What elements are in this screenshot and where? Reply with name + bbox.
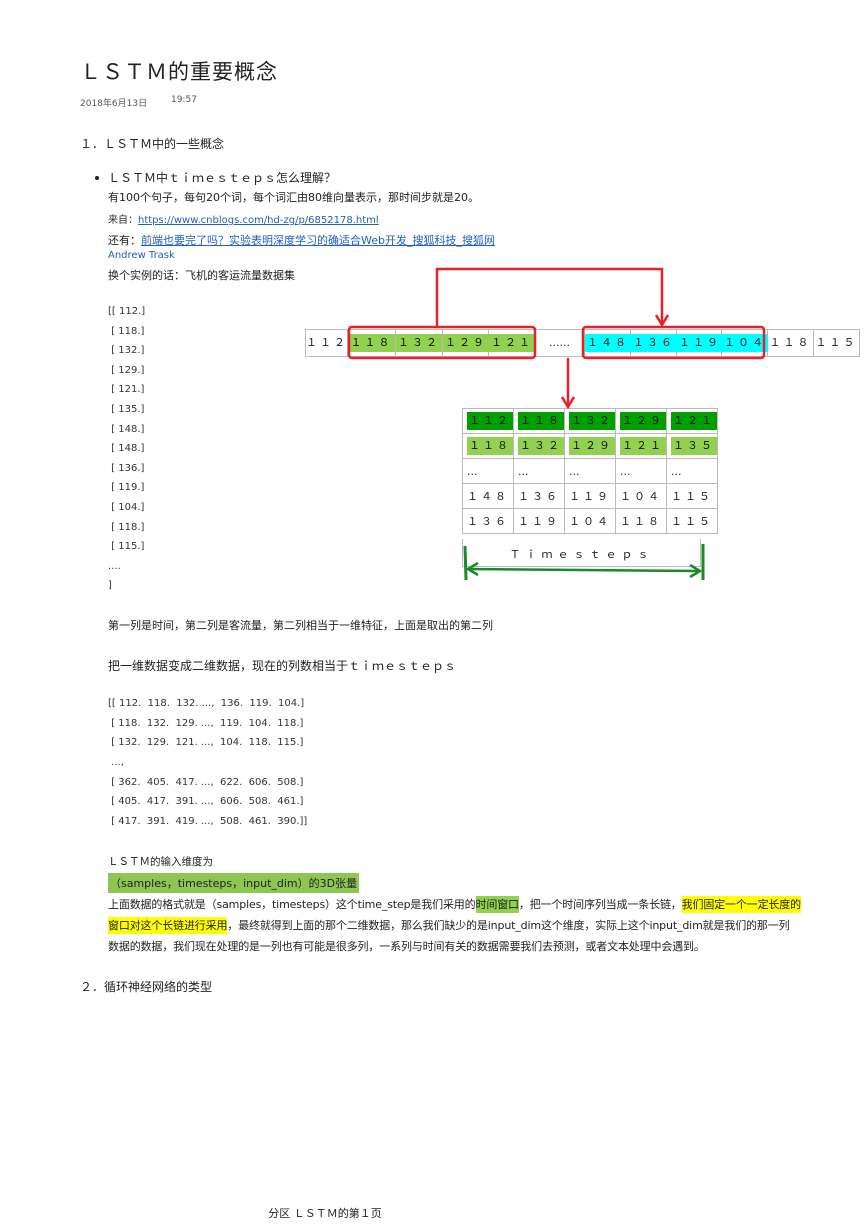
list-item: [ 118.] bbox=[108, 325, 145, 337]
list-item: ] bbox=[108, 580, 112, 592]
list-item: [[ 112. 118. 132. ..., 136. 119. 104.] bbox=[108, 698, 305, 709]
list-item: [ 132. 129. 121. ..., 104. 118. 115.] bbox=[108, 737, 304, 749]
para-2d: 把一维数据变成二维数据，现在的列数相当于ｔｉｍｅｓｔｅｐｓ bbox=[108, 659, 457, 673]
timesteps-label: Ｔｉｍｅｓｔｅｐｓ bbox=[509, 548, 654, 561]
timesteps-box bbox=[462, 539, 701, 567]
seq-cell: １１９ bbox=[677, 330, 723, 356]
page-time: 19:57 bbox=[171, 95, 197, 105]
green-double-arrow bbox=[467, 567, 701, 573]
red-box-right bbox=[581, 325, 766, 360]
page-footer: 分区 ＬＳＴＭ的第１页 bbox=[268, 1207, 382, 1220]
bullet-dot bbox=[95, 176, 99, 180]
input-dim-value: （samples，timesteps，input_dim）的3D张量 bbox=[108, 873, 360, 893]
list-item: [ 405. 417. 391. ..., 606. 508. 461.] bbox=[108, 796, 304, 808]
line-sentences: 有100个句子，每句20个词，每个词汇由80维向量表示，那时间步就是20。 bbox=[108, 191, 479, 204]
para-explain-line1: 上面数据的格式就是（samples，timesteps）这个time_step是… bbox=[108, 896, 802, 913]
list-item: [ 417. 391. 419. ..., 508. 461. 390.]] bbox=[108, 816, 308, 828]
seq-cell: １１２ bbox=[306, 330, 348, 356]
seq-cell: １２９ bbox=[443, 330, 489, 356]
also-line: 还有：前端也要完了吗？实验表明深度学习的确适合Web开发_搜狐科技_搜狐网 bbox=[108, 232, 495, 248]
page-date: 2018年6月13日 bbox=[80, 99, 148, 109]
para-explain-line3: 数据的数据，我们现在处理的是一列也有可能是很多列，一系列与时间有关的数据需要我们… bbox=[108, 940, 705, 953]
list-item: [ 121.] bbox=[108, 384, 145, 396]
highlight-sampling: 窗口对这个长链进行采用 bbox=[108, 917, 228, 934]
example-line: 换个实例的话：飞机的客运流量数据集 bbox=[108, 269, 295, 282]
from-line: 来自：https://www.cnblogs.com/hd-zg/p/68521… bbox=[108, 211, 379, 226]
list-item: [ 148.] bbox=[108, 443, 145, 455]
list-item: [ 132.] bbox=[108, 345, 145, 357]
red-arrow-top-head bbox=[654, 314, 670, 328]
list-item: .... bbox=[108, 560, 121, 572]
list-item: [ 135.] bbox=[108, 403, 145, 415]
para-explain-line2: 窗口对这个长链进行采用，最终就得到上面的那个二维数据，那么我们缺少的是input… bbox=[108, 917, 790, 934]
green-arrow-head-left bbox=[465, 561, 479, 577]
bullet-question: ＬＳＴＭ中ｔｉｍｅｓｔｅｐｓ怎么理解？ bbox=[108, 171, 337, 185]
seq-cell: １１５ bbox=[815, 336, 858, 349]
seq-cell: １３２ bbox=[396, 330, 443, 356]
list-item: [ 118. 132. 129. ..., 119. 104. 118.] bbox=[108, 717, 304, 729]
list-item: [[ 112.] bbox=[108, 306, 146, 317]
list-item: [ 118.] bbox=[108, 521, 145, 533]
seq-cell: １０４ bbox=[722, 330, 768, 356]
seq-cell: ...... bbox=[535, 330, 585, 356]
page-title: ＬＳＴＭ的重要概念 bbox=[80, 60, 278, 84]
section-1-heading: １．ＬＳＴＭ中的一些概念 bbox=[80, 137, 225, 151]
green-arrow-head-right bbox=[689, 563, 703, 579]
also-link[interactable]: 前端也要完了吗？实验表明深度学习的确适合Web开发_搜狐科技_搜狐网 bbox=[141, 234, 495, 247]
table-row: ... ... ... ... ... bbox=[462, 458, 718, 484]
also-label: 还有： bbox=[108, 234, 141, 247]
from-link[interactable]: https://www.cnblogs.com/hd-zg/p/6852178.… bbox=[138, 215, 379, 226]
red-arrow-down-head bbox=[560, 396, 576, 410]
timesteps-matrix: １１２ １１８ １３２ １２９ １２１ １１８ １３２ １２９ １２１ １３５ … bbox=[462, 408, 718, 534]
list-item: [ 362. 405. 417. ..., 622. 606. 508.] bbox=[108, 776, 304, 788]
table-row: １３６ １１９ １０４ １１８ １１５ bbox=[462, 508, 718, 534]
list-item: [ 129.] bbox=[108, 364, 145, 376]
list-item: [ 148.] bbox=[108, 423, 145, 435]
highlight-window: 时间窗口 bbox=[475, 896, 519, 913]
seq-cell: １４８ bbox=[585, 330, 631, 356]
para-columns: 第一列是时间，第二列是客流量，第二列相当于一维特征，上面是取出的第二列 bbox=[108, 619, 493, 632]
table-row: １１８ １３２ １２９ １２１ １３５ bbox=[462, 433, 718, 459]
input-dim-label: ＬＳＴＭ的输入维度为 bbox=[108, 856, 213, 868]
list-item: ..., bbox=[108, 757, 124, 769]
list-1: [[ 112.] [ 118.] [ 132.] [ 129.] [ 121.]… bbox=[108, 306, 145, 600]
highlight-fixed-window: 我们固定一个一定长度的 bbox=[681, 896, 802, 913]
section-2-heading: ２．循环神经网络的类型 bbox=[80, 980, 213, 994]
seq-cell: １３６ bbox=[631, 330, 677, 356]
list-item: [ 119.] bbox=[108, 482, 145, 494]
red-arrow-top bbox=[435, 267, 664, 326]
green-left-bar bbox=[463, 545, 468, 581]
list-2: [[ 112. 118. 132. ..., 136. 119. 104.] [… bbox=[108, 698, 307, 836]
seq-cell: １１８ bbox=[768, 330, 814, 356]
red-box-left bbox=[347, 325, 537, 360]
author-link[interactable]: Andrew Trask bbox=[108, 250, 175, 261]
seq-cell: １１８ bbox=[348, 330, 396, 356]
list-item: [ 104.] bbox=[108, 501, 145, 513]
table-row: １１２ １１８ １３２ １２９ １２１ bbox=[462, 408, 718, 434]
list-item: [ 115.] bbox=[108, 541, 145, 553]
list-item: [ 136.] bbox=[108, 462, 145, 474]
from-label: 来自： bbox=[108, 215, 138, 226]
